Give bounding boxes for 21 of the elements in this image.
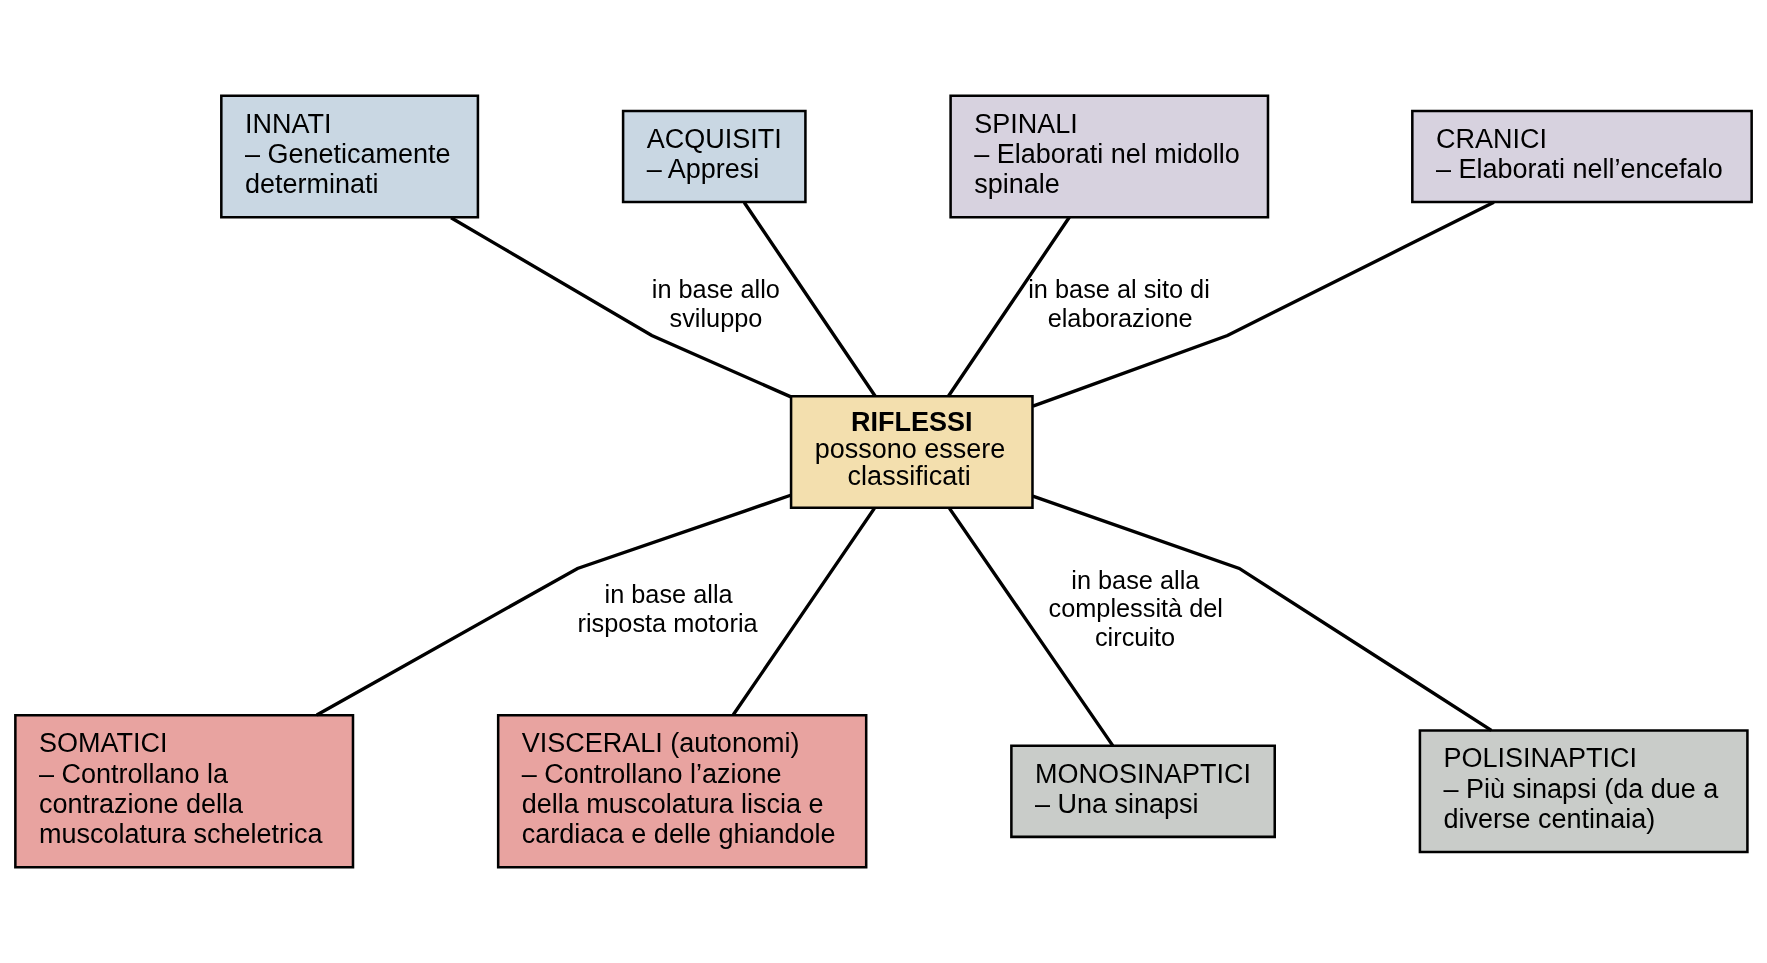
connector bbox=[1032, 200, 1495, 408]
connector bbox=[731, 507, 876, 716]
connector bbox=[315, 493, 792, 717]
node-box: RIFLESSI possono essere classificati bbox=[789, 395, 1034, 509]
node-box: SOMATICI – Controllano la contrazione della muscolatura scheletrica bbox=[14, 714, 355, 869]
connector bbox=[450, 216, 792, 399]
edge-label: in base alla risposta motoria bbox=[577, 580, 758, 637]
connector bbox=[1032, 494, 1493, 732]
connector bbox=[742, 201, 877, 397]
connector bbox=[948, 507, 1115, 747]
node-box: SPINALI – Elaborati nel midollo spinale bbox=[949, 94, 1270, 219]
edge-label: in base alla complessità del circuito bbox=[1048, 565, 1223, 652]
edge-label: in base al sito di elaborazione bbox=[1028, 275, 1210, 333]
node-box: MONOSINAPTICI – Una sinapsi bbox=[1010, 744, 1276, 839]
node-box: ACQUISITI – Appresi bbox=[621, 109, 807, 204]
connector bbox=[946, 216, 1071, 398]
node-box: VISCERALI (autonomi) – Controllano l’azione della muscolatura liscia e cardiaca e delle ghiandole bbox=[496, 714, 868, 869]
node-box: CRANICI – Elaborati nell’encefalo bbox=[1411, 109, 1753, 204]
node-box: INNATI – Geneticamente determinati bbox=[220, 94, 480, 219]
edge-label: in base allo sviluppo bbox=[651, 275, 780, 333]
node-box: POLISINAPTICI – Più sinapsi (da due a diverse centinaia) bbox=[1418, 729, 1749, 854]
